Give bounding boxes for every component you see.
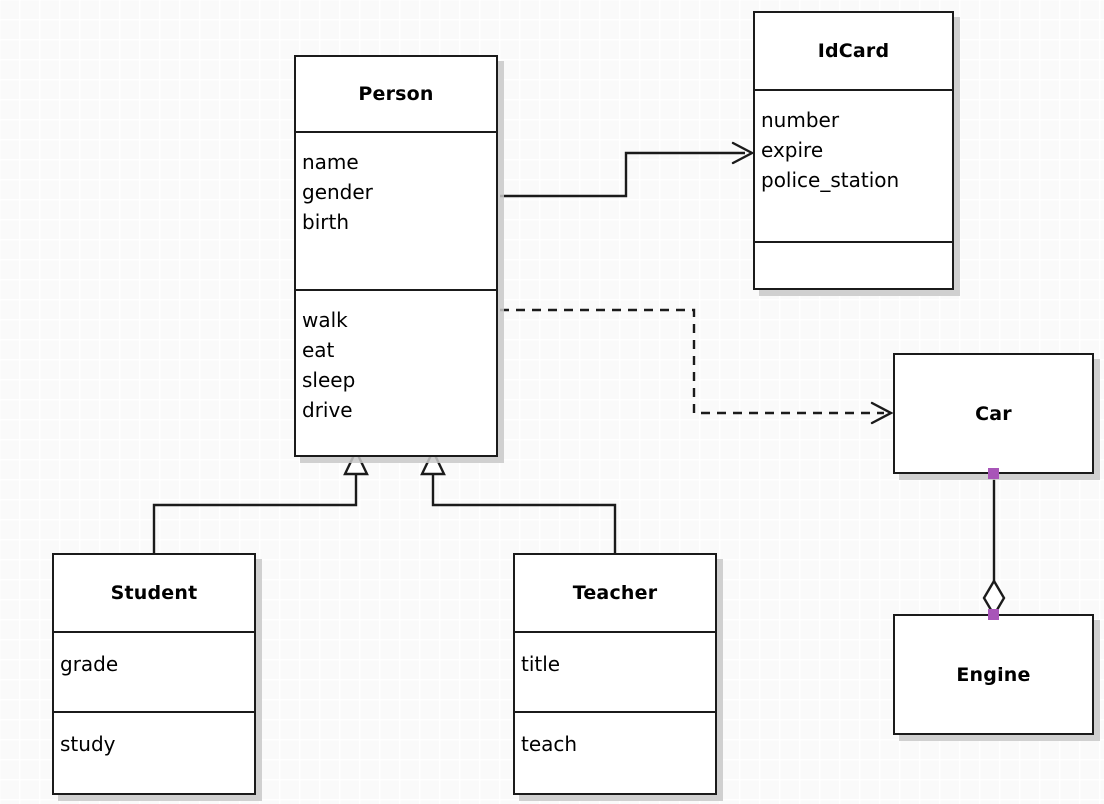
class-box-person[interactable]: Person name gender birth walk eat sleep … bbox=[294, 55, 498, 457]
connector-student-person bbox=[152, 448, 369, 553]
class-methods-teacher: teach bbox=[515, 711, 715, 793]
attribute-item: number bbox=[761, 108, 840, 132]
class-name-student: Student bbox=[110, 582, 198, 604]
class-methods-idcard bbox=[755, 241, 952, 288]
class-attributes-idcard: number expire police_station bbox=[755, 89, 952, 241]
connector-person-idcard bbox=[500, 141, 755, 198]
class-name-idcard: IdCard bbox=[817, 40, 890, 62]
connection-handle-car-bottom[interactable] bbox=[988, 468, 999, 479]
class-box-engine[interactable]: Engine bbox=[893, 614, 1094, 735]
connector-teacher-person bbox=[420, 448, 617, 553]
class-name-person: Person bbox=[358, 83, 434, 105]
attribute-item: grade bbox=[60, 652, 119, 676]
class-box-idcard[interactable]: IdCard number expire police_station bbox=[753, 11, 954, 290]
method-item: walk bbox=[302, 308, 348, 332]
class-box-car[interactable]: Car bbox=[893, 353, 1094, 474]
class-methods-person: walk eat sleep drive bbox=[296, 289, 496, 455]
method-item: drive bbox=[302, 398, 353, 422]
method-item: teach bbox=[521, 732, 578, 756]
connection-handle-engine-top[interactable] bbox=[988, 609, 999, 620]
class-methods-student: study bbox=[54, 711, 254, 793]
method-item: study bbox=[60, 732, 116, 756]
attribute-item: police_station bbox=[761, 168, 900, 192]
attribute-item: name bbox=[302, 150, 359, 174]
connector-person-car bbox=[500, 308, 894, 425]
class-attributes-teacher: title bbox=[515, 631, 715, 711]
method-item: eat bbox=[302, 338, 335, 362]
attribute-item: expire bbox=[761, 138, 824, 162]
class-name-teacher: Teacher bbox=[572, 582, 658, 604]
class-box-student[interactable]: Student grade study bbox=[52, 553, 256, 795]
method-item: sleep bbox=[302, 368, 356, 392]
class-name-engine: Engine bbox=[956, 663, 1031, 686]
class-name-car: Car bbox=[975, 402, 1012, 425]
attribute-item: birth bbox=[302, 210, 349, 234]
connector-car-engine bbox=[982, 474, 1006, 618]
attribute-item: gender bbox=[302, 180, 373, 204]
class-attributes-person: name gender birth bbox=[296, 131, 496, 289]
class-attributes-student: grade bbox=[54, 631, 254, 711]
class-box-teacher[interactable]: Teacher title teach bbox=[513, 553, 717, 795]
attribute-item: title bbox=[521, 652, 561, 676]
